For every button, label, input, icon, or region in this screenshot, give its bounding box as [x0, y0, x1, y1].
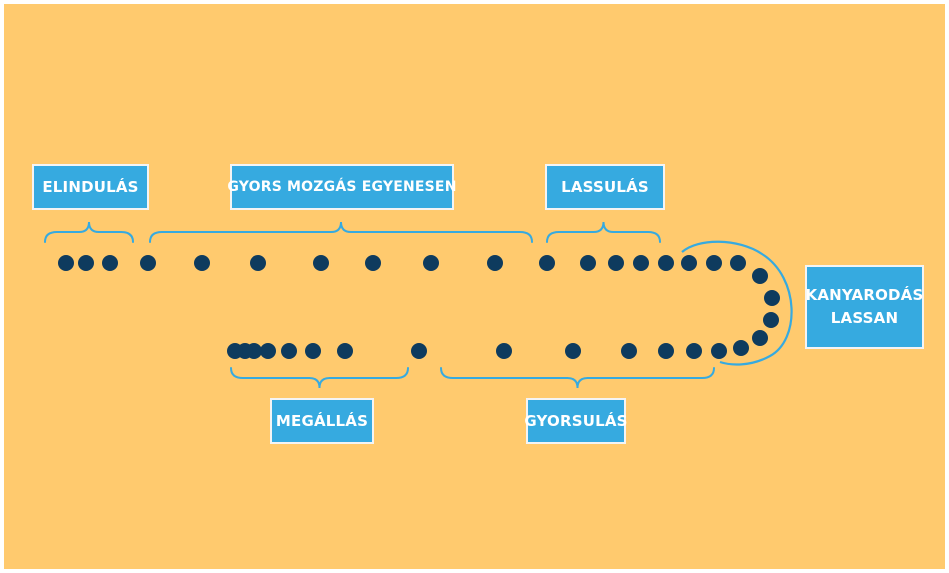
position-dot: [496, 343, 512, 359]
position-dot: [633, 255, 649, 271]
position-dot: [78, 255, 94, 271]
brace-fast-straight: [149, 221, 533, 243]
label-fast-straight: GYORS MOZGÁS EGYENESEN: [227, 164, 456, 210]
position-dot: [423, 255, 439, 271]
position-dot: [763, 312, 779, 328]
turn-curve: [681, 240, 793, 366]
position-dot: [487, 255, 503, 271]
position-dot: [764, 290, 780, 306]
position-dot: [658, 343, 674, 359]
position-dot: [58, 255, 74, 271]
label-accelerating: GYORSULÁS: [524, 398, 627, 444]
position-dot: [337, 343, 353, 359]
brace-stopping: [230, 367, 409, 389]
brace-accelerating: [440, 367, 715, 389]
position-dot: [140, 255, 156, 271]
label-slowing: LASSULÁS: [545, 164, 665, 210]
position-dot: [730, 255, 746, 271]
position-dot: [260, 343, 276, 359]
position-dot: [227, 343, 243, 359]
label-stopping: MEGÁLLÁS: [270, 398, 374, 444]
position-dot: [658, 255, 674, 271]
position-dot: [411, 343, 427, 359]
position-dot: [752, 268, 768, 284]
position-dot: [608, 255, 624, 271]
braces-group: [44, 221, 715, 389]
position-dot: [706, 255, 722, 271]
position-dot: [752, 330, 768, 346]
position-dot: [102, 255, 118, 271]
dots-group: [58, 255, 780, 359]
position-dot: [621, 343, 637, 359]
position-dot: [313, 255, 329, 271]
brace-start: [44, 221, 134, 243]
position-dot: [250, 255, 266, 271]
position-dot: [194, 255, 210, 271]
position-dot: [686, 343, 702, 359]
position-dot: [365, 255, 381, 271]
position-dot: [733, 340, 749, 356]
label-start: ELINDULÁS: [32, 164, 149, 210]
brace-slowing: [546, 221, 661, 243]
position-dot: [711, 343, 727, 359]
position-dot: [681, 255, 697, 271]
position-dot: [539, 255, 555, 271]
position-dot: [281, 343, 297, 359]
position-dot: [305, 343, 321, 359]
position-dot: [580, 255, 596, 271]
label-turning: KANYARODÁS LASSAN: [805, 265, 924, 349]
position-dot: [565, 343, 581, 359]
